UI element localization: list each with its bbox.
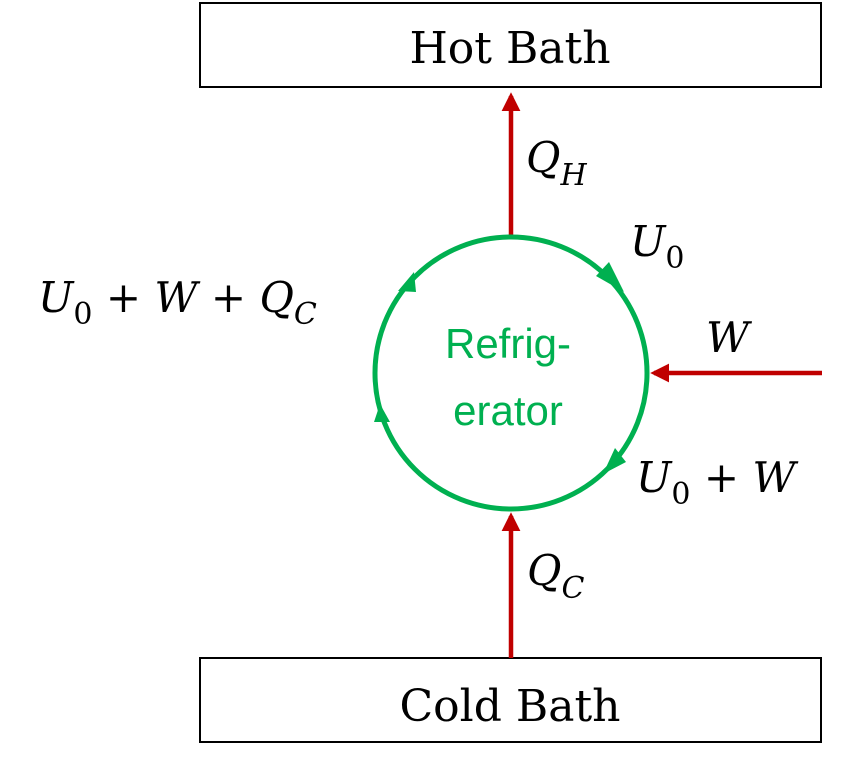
internal-energy-label: U0 bbox=[630, 217, 685, 276]
hot-bath-box bbox=[199, 2, 822, 88]
hot-bath: Hot Bath bbox=[199, 2, 822, 88]
energy-after-work-label: U0 + W bbox=[636, 453, 799, 512]
cycle-arrow-left-lower bbox=[374, 404, 390, 422]
energy-total-label: U0 + W + QC bbox=[38, 273, 317, 332]
cold-bath: Cold Bath bbox=[199, 657, 822, 743]
work-in-label: W bbox=[706, 313, 753, 362]
cycle-arrow-left-upper bbox=[398, 272, 416, 292]
refrigerator-cycle bbox=[372, 234, 650, 512]
refrigerator-label-line1: Refrig- bbox=[445, 320, 571, 367]
refrigerator-label-line2: erator bbox=[453, 387, 563, 434]
hot-bath-label: Hot Bath bbox=[409, 23, 610, 74]
cold-bath-box bbox=[199, 657, 822, 743]
cycle-arrow-top-right bbox=[596, 262, 624, 292]
heat-out-label: QH bbox=[526, 133, 587, 193]
cycle-arrow-bottom-right bbox=[603, 448, 626, 474]
heat-in-label: QC bbox=[527, 546, 584, 606]
cold-bath-label: Cold Bath bbox=[400, 681, 621, 732]
